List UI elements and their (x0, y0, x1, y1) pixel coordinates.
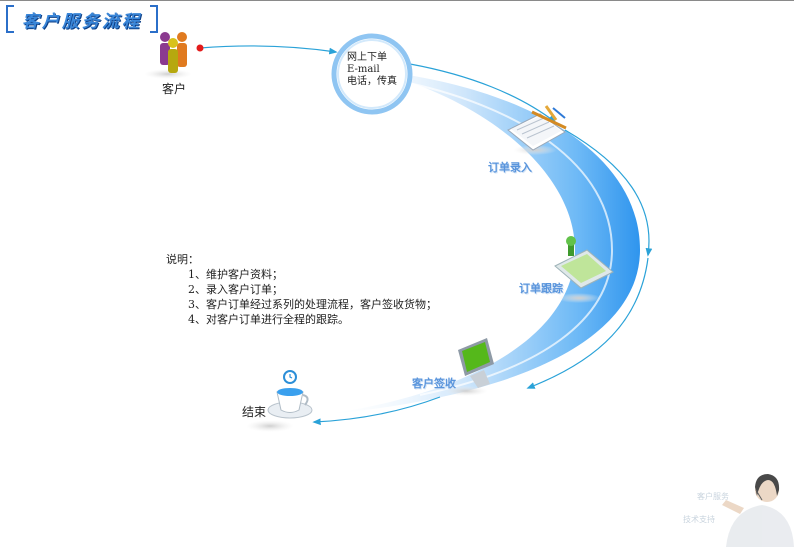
title-bracket-right (150, 5, 158, 33)
operator-icon (722, 474, 794, 547)
notes-item: 4、对客户订单进行全程的跟踪。 (188, 313, 349, 326)
corner-text-service: 客户服务 (697, 492, 729, 501)
start-dot (196, 44, 204, 52)
title-text: 客户服务流程 (22, 12, 142, 32)
flow-band (320, 70, 640, 415)
channel-item: 网上下单 (347, 52, 387, 63)
top-border (0, 0, 794, 1)
notes-item: 2、录入客户订单； (188, 283, 283, 296)
node-label-customer: 客户 (162, 82, 187, 96)
flow-band-highlight (394, 79, 614, 396)
arrow-sign-to-end (312, 396, 441, 426)
page-title: 客户服务流程 (6, 5, 158, 33)
notes-item: 1、维护客户资料； (188, 268, 283, 281)
notes-item: 3、客户订单经过系列的处理流程，客户签收货物； (188, 298, 437, 311)
arrow-circle-to-entry (409, 63, 557, 124)
node-label-order-tracking: 订单跟踪 (519, 282, 563, 295)
notebook-pen-icon (507, 105, 567, 155)
node-label-end: 结束 (242, 405, 267, 419)
channel-item: E-mail (347, 64, 380, 75)
channel-list: 网上下单 E-mail 电话，传真 (347, 52, 397, 88)
teacup-icon (246, 370, 313, 432)
clipboard-pin-icon (554, 236, 614, 303)
channel-circle (331, 33, 413, 115)
notes-block: 说明： 1、维护客户资料； 2、录入客户订单； 3、客户订单经过系列的处理流程，… (166, 252, 437, 327)
arrow-tracking-to-sign (526, 257, 649, 389)
node-label-customer-sign: 客户签收 (412, 377, 456, 390)
people-icon (144, 32, 192, 79)
notes-heading: 说明： (166, 253, 199, 266)
corner-text-support: 技术支持 (683, 515, 715, 524)
channel-item: 电话，传真 (347, 76, 397, 87)
node-label-order-entry: 订单录入 (488, 161, 532, 174)
arrow-entry-to-tracking (564, 129, 653, 257)
arrow-start-to-circle (199, 45, 338, 55)
monitor-icon (444, 338, 494, 396)
title-bracket-left (6, 5, 14, 33)
